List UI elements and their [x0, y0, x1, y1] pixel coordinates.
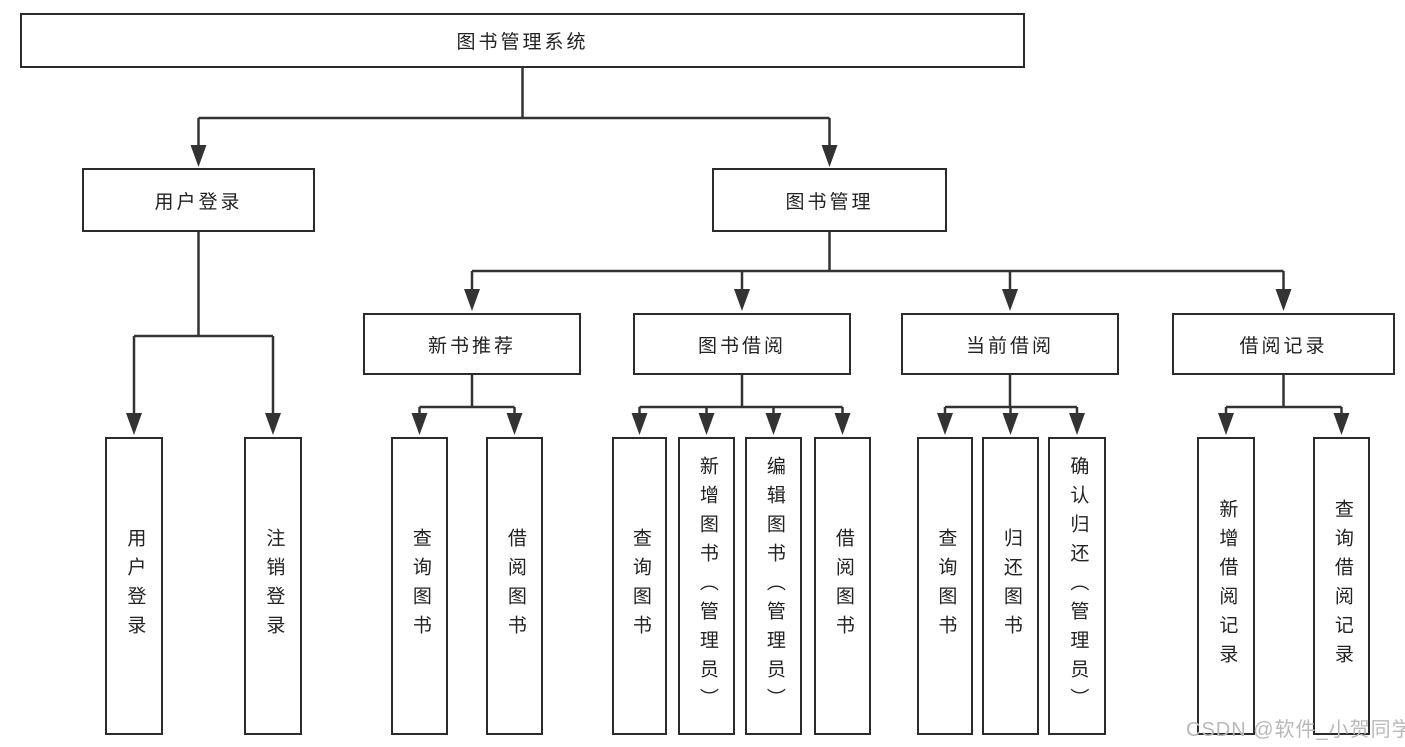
- arrow-heads: [126, 145, 1350, 435]
- arrow-head: [765, 413, 782, 435]
- arrow-head: [126, 413, 142, 435]
- leaf-logout: 注销登录: [244, 437, 302, 735]
- leaf-borrow-books: 借阅图书: [814, 437, 871, 735]
- leaf-label: 新增借阅记录: [1216, 499, 1238, 673]
- csdn-watermark: CSDN @软件_小贺同学: [1186, 719, 1405, 741]
- node-library-management-system: 图书管理系统: [20, 13, 1025, 68]
- arrow-head: [821, 145, 838, 167]
- leaf-query-books-recommend: 查询图书: [391, 437, 448, 735]
- leaf-query-books-borrow: 查询图书: [612, 437, 667, 735]
- leaf-query-books-current: 查询图书: [917, 437, 973, 735]
- leaf-label: 借阅图书: [832, 528, 854, 644]
- arrow-head: [937, 413, 953, 435]
- arrow-head: [698, 413, 715, 435]
- arrow-head: [734, 289, 750, 311]
- leaf-label: 新增图书（管理员）: [696, 455, 718, 717]
- node-borrowing-records: 借阅记录: [1172, 313, 1395, 375]
- arrow-head: [631, 413, 648, 435]
- arrow-head: [190, 145, 207, 167]
- leaf-label: 查询借阅记录: [1331, 499, 1353, 673]
- leaf-confirm-return-admin: 确认归还（管理员）: [1048, 437, 1106, 735]
- leaf-label: 借阅图书: [504, 528, 526, 644]
- arrow-head: [1218, 413, 1234, 435]
- leaf-label: 确认归还（管理员）: [1067, 455, 1089, 717]
- arrow-head: [1002, 413, 1019, 435]
- leaf-add-borrow-record: 新增借阅记录: [1197, 437, 1255, 735]
- arrow-head: [265, 413, 281, 435]
- arrow-head: [1333, 413, 1350, 435]
- leaf-label: 查询图书: [629, 528, 651, 644]
- leaf-label: 查询图书: [409, 528, 431, 644]
- arrow-head: [1275, 289, 1292, 311]
- arrow-head: [464, 289, 480, 311]
- leaf-label: 用户登录: [124, 528, 146, 644]
- leaf-label: 编辑图书（管理员）: [763, 455, 785, 717]
- arrow-head: [834, 413, 851, 435]
- arrow-head: [1069, 413, 1085, 435]
- node-new-book-recommendation: 新书推荐: [363, 313, 581, 375]
- node-user-login-branch: 用户登录: [82, 168, 315, 232]
- arrow-head: [506, 413, 523, 435]
- node-book-borrowing: 图书借阅: [633, 313, 851, 375]
- leaf-add-book-admin: 新增图书（管理员）: [678, 437, 735, 735]
- leaf-return-books: 归还图书: [982, 437, 1039, 735]
- leaf-label: 归还图书: [1000, 528, 1022, 644]
- arrow-head: [411, 413, 428, 435]
- leaf-query-borrow-record: 查询借阅记录: [1313, 437, 1370, 735]
- leaf-label: 查询图书: [935, 528, 957, 644]
- arrow-head: [1002, 289, 1018, 311]
- node-current-borrowing: 当前借阅: [901, 313, 1119, 375]
- leaf-borrow-books-recommend: 借阅图书: [486, 437, 543, 735]
- leaf-user-login: 用户登录: [105, 437, 163, 735]
- connector-stems: [132, 68, 1343, 416]
- leaf-label: 注销登录: [263, 528, 285, 644]
- leaf-edit-book-admin: 编辑图书（管理员）: [745, 437, 802, 735]
- node-book-management-branch: 图书管理: [712, 168, 947, 232]
